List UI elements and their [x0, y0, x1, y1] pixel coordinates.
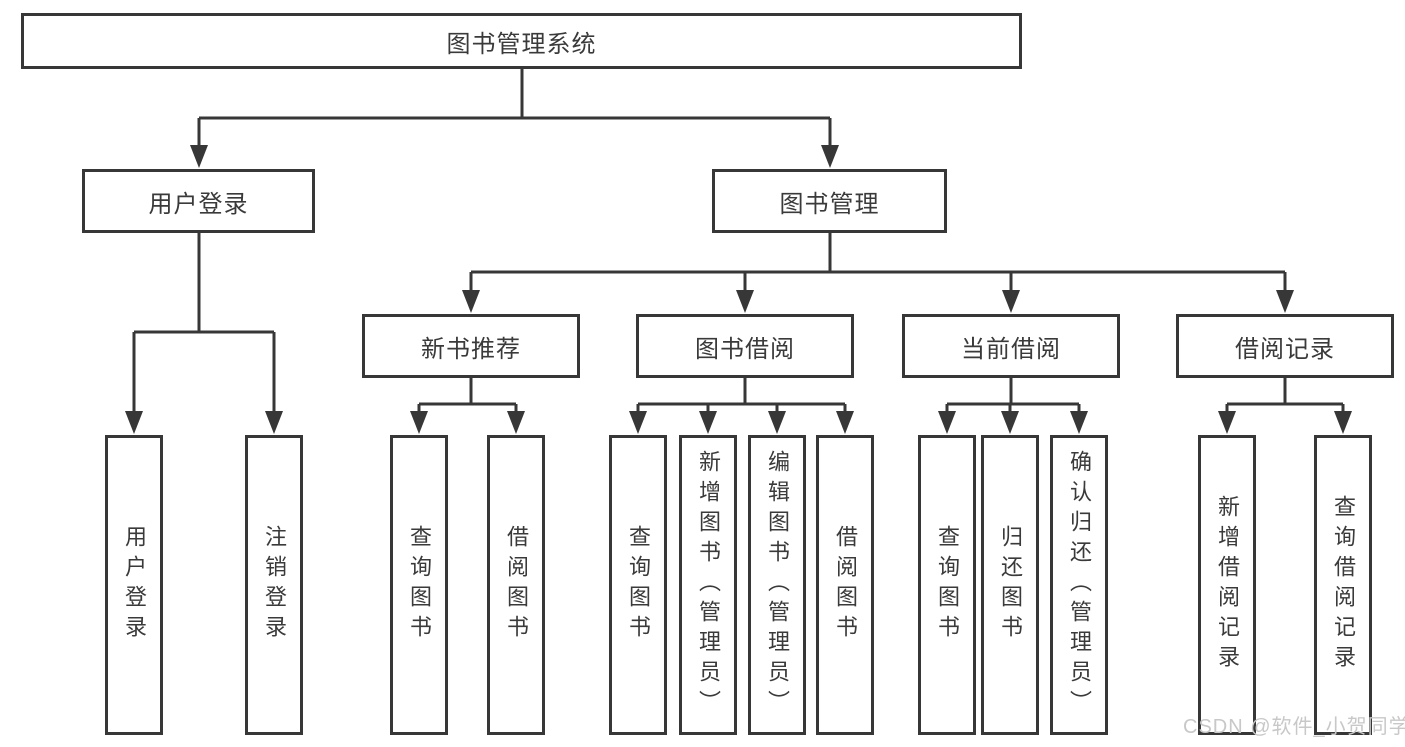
arrow-down-icon [629, 411, 647, 434]
leaf-borrow-edit-books-admin: 编辑图书（管理员） [748, 435, 806, 735]
leaf-records-add-record: 新增借阅记录 [1198, 435, 1256, 735]
leaf-borrow-query-books: 查询图书 [609, 435, 667, 735]
arrow-down-icon [462, 290, 480, 313]
node-root-library-system: 图书管理系统 [21, 13, 1022, 69]
arrow-down-icon [507, 411, 525, 434]
connector-current-borrow [945, 378, 1081, 414]
arrow-down-icon [1276, 290, 1294, 313]
arrow-down-icon [938, 411, 956, 434]
arrow-down-icon [410, 411, 428, 434]
connector-book-management [469, 233, 1287, 293]
leaf-current-return-books: 归还图书 [981, 435, 1039, 735]
arrow-down-icon [125, 411, 143, 434]
leaf-borrow-add-books-admin: 新增图书（管理员） [679, 435, 737, 735]
node-borrow-records: 借阅记录 [1176, 314, 1394, 378]
leaf-records-query-record: 查询借阅记录 [1314, 435, 1372, 735]
leaf-borrow-borrow-books: 借阅图书 [816, 435, 874, 735]
connector-root [197, 69, 832, 148]
leaf-current-confirm-return-admin: 确认归还（管理员） [1050, 435, 1108, 735]
arrow-down-icon [736, 290, 754, 313]
arrow-down-icon [821, 145, 839, 168]
arrow-down-icon [1070, 411, 1088, 434]
arrow-down-icon [190, 145, 208, 168]
arrow-down-icon [1334, 411, 1352, 434]
node-book-management: 图书管理 [712, 169, 947, 233]
connector-new-book-recommend [417, 378, 518, 414]
leaf-recommend-borrow-books: 借阅图书 [487, 435, 545, 735]
arrow-down-icon [836, 411, 854, 434]
arrow-down-icon [265, 411, 283, 434]
leaf-user-login: 用户登录 [105, 435, 163, 735]
connector-user-login [132, 233, 276, 414]
arrow-down-icon [699, 411, 717, 434]
node-new-book-recommend: 新书推荐 [362, 314, 580, 378]
connector-borrow-records [1225, 378, 1345, 414]
node-user-login: 用户登录 [82, 169, 315, 233]
node-current-borrow: 当前借阅 [902, 314, 1120, 378]
arrow-down-icon [1002, 290, 1020, 313]
arrow-down-icon [1001, 411, 1019, 434]
node-book-borrow: 图书借阅 [636, 314, 854, 378]
connector-book-borrow [636, 378, 847, 414]
leaf-logout: 注销登录 [245, 435, 303, 735]
watermark: CSDN @软件_小贺同学 [1183, 716, 1405, 738]
leaf-recommend-query-books: 查询图书 [390, 435, 448, 735]
leaf-current-query-books: 查询图书 [918, 435, 976, 735]
arrow-down-icon [768, 411, 786, 434]
arrow-down-icon [1218, 411, 1236, 434]
